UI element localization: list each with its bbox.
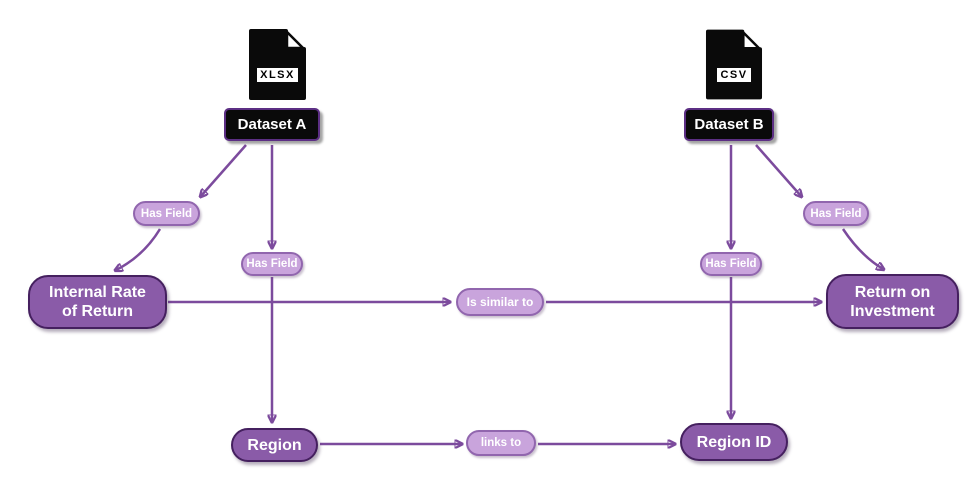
document-icon [705,29,763,100]
edge-label-has-field: Has Field [241,252,303,276]
dataset-a-label: Dataset A [237,116,307,133]
edge-dataset-b-to-hasfield-right [755,144,801,196]
edge-label-text: links to [480,437,522,449]
edge-label-has-field: Has Field [700,252,762,276]
edge-hasfield-left-to-irr [116,228,162,270]
node-internal-rate-of-return: Internal Rate of Return [28,275,167,329]
edge-label-text: Has Field [140,207,193,220]
node-label-line: Region [247,436,302,454]
edge-dataset-a-to-hasfield-left [201,144,247,196]
file-icon-csv: CSV [705,28,763,101]
dataset-a-node: Dataset A [224,108,320,141]
document-icon [249,29,306,100]
node-region: Region [231,428,318,462]
dataset-b-node: Dataset B [684,108,774,141]
edge-hasfield-right-to-roi [841,228,883,269]
edge-label-text: Has Field [705,258,757,270]
node-return-on-investment: Return on Investment [826,274,959,329]
edge-label-links-to: links to [466,430,536,456]
file-type-badge: XLSX [255,66,300,84]
file-icon-xlsx: XLSX [248,28,307,101]
edge-label-has-field: Has Field [803,201,869,226]
file-type-badge: CSV [715,66,753,84]
edge-label-text: Has Field [810,207,862,220]
node-label-line: Internal Rate [49,284,146,301]
node-region-id: Region ID [680,423,788,461]
node-label-line: Investment [850,302,935,320]
node-label-line: Region ID [696,433,772,451]
edge-label-is-similar-to: Is similar to [456,288,544,316]
edge-label-text: Is similar to [466,295,534,309]
node-label-line: Return on [854,283,931,301]
edge-label-has-field: Has Field [133,201,200,226]
dataset-b-label: Dataset B [694,116,764,133]
node-label-line: of Return [61,303,134,320]
edge-label-text: Has Field [246,258,298,270]
